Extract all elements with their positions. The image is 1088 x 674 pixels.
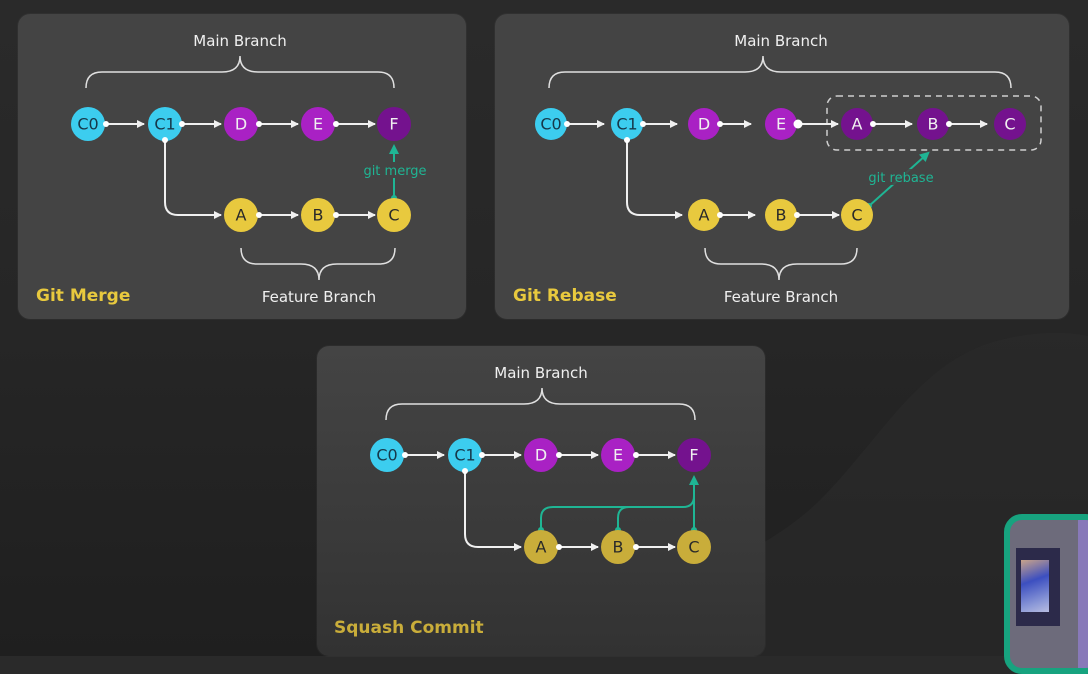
svg-text:C1: C1 [454, 446, 475, 465]
webcam-background-stripe [1078, 520, 1088, 668]
git-merge-label: git merge [363, 164, 426, 179]
commit-node-c1: C1 [611, 108, 643, 140]
svg-text:C: C [851, 206, 862, 225]
main-branch-label: Main Branch [494, 364, 588, 382]
main-branch-label: Main Branch [734, 32, 828, 50]
git-merge-diagram: Main Branch Feature Branch git merge C0 … [71, 32, 430, 306]
rebased-node-c: C [994, 108, 1026, 140]
commit-node-b: B [765, 199, 797, 231]
svg-text:C1: C1 [616, 115, 637, 134]
svg-text:E: E [613, 446, 623, 465]
rebased-node-a: A [841, 108, 873, 140]
squash-arrows [540, 475, 699, 530]
main-branch-brace [548, 55, 1012, 89]
main-branch-brace [85, 55, 395, 89]
svg-text:B: B [613, 538, 624, 557]
commit-node-c0: C0 [370, 438, 404, 472]
git-rebase-title: Git Rebase [513, 286, 617, 306]
git-rebase-label: git rebase [868, 171, 933, 186]
commit-node-c: C [377, 198, 411, 232]
svg-text:D: D [535, 446, 547, 465]
commit-node-e: E [765, 108, 797, 140]
commit-node-c: C [841, 199, 873, 231]
svg-text:C0: C0 [540, 115, 561, 134]
svg-text:F: F [689, 446, 698, 465]
squash-commit-panel: Main Branch C0 C1 D E F A B C Squash Com… [317, 346, 765, 656]
main-branch-label: Main Branch [193, 32, 287, 50]
commit-node-d: D [688, 108, 720, 140]
commit-node-c1: C1 [148, 107, 182, 141]
commit-node-a: A [224, 198, 258, 232]
webcam-painting [1021, 560, 1049, 612]
svg-text:C0: C0 [376, 446, 397, 465]
commit-node-a: A [688, 199, 720, 231]
svg-text:C1: C1 [154, 115, 175, 134]
presenter-webcam [1004, 514, 1088, 674]
commit-node-c0: C0 [71, 107, 105, 141]
svg-text:B: B [928, 115, 939, 134]
git-rebase-panel: Main Branch Feature Branch git rebase C0… [495, 14, 1069, 319]
commit-node-e: E [301, 107, 335, 141]
svg-text:C: C [1004, 115, 1015, 134]
rebased-node-b: B [917, 108, 949, 140]
svg-text:B: B [776, 206, 787, 225]
branch-edge [164, 140, 222, 219]
svg-text:E: E [313, 115, 323, 134]
squash-commit-title: Squash Commit [334, 618, 484, 638]
commit-node-a: A [524, 530, 558, 564]
commit-node-d: D [224, 107, 258, 141]
commit-node-c1: C1 [448, 438, 482, 472]
squash-commit-diagram: Main Branch C0 C1 D E F A B C [370, 364, 711, 564]
commit-node-f: F [377, 107, 411, 141]
git-merge-panel: Main Branch Feature Branch git merge C0 … [18, 14, 466, 319]
svg-text:C0: C0 [77, 115, 98, 134]
svg-text:D: D [698, 115, 710, 134]
svg-text:A: A [536, 538, 547, 557]
svg-text:A: A [852, 115, 863, 134]
commit-node-b: B [301, 198, 335, 232]
commit-node-b: B [601, 530, 635, 564]
svg-text:C: C [388, 206, 399, 225]
commit-node-c0: C0 [535, 108, 567, 140]
svg-text:D: D [235, 115, 247, 134]
commit-node-f: F [677, 438, 711, 472]
feature-branch-label: Feature Branch [724, 288, 838, 306]
git-merge-title: Git Merge [36, 286, 131, 306]
svg-text:E: E [776, 115, 786, 134]
commit-node-e: E [601, 438, 635, 472]
feature-branch-brace [704, 247, 858, 281]
commit-node-d: D [524, 438, 558, 472]
feature-branch-label: Feature Branch [262, 288, 376, 306]
commit-node-c: C [677, 530, 711, 564]
svg-text:A: A [236, 206, 247, 225]
git-rebase-diagram: Main Branch Feature Branch git rebase C0… [535, 32, 1042, 306]
svg-text:F: F [389, 115, 398, 134]
svg-text:C: C [688, 538, 699, 557]
main-branch-brace [385, 387, 696, 421]
svg-text:B: B [313, 206, 324, 225]
feature-branch-brace [240, 247, 396, 281]
svg-text:A: A [699, 206, 710, 225]
background-wave [520, 332, 1088, 656]
